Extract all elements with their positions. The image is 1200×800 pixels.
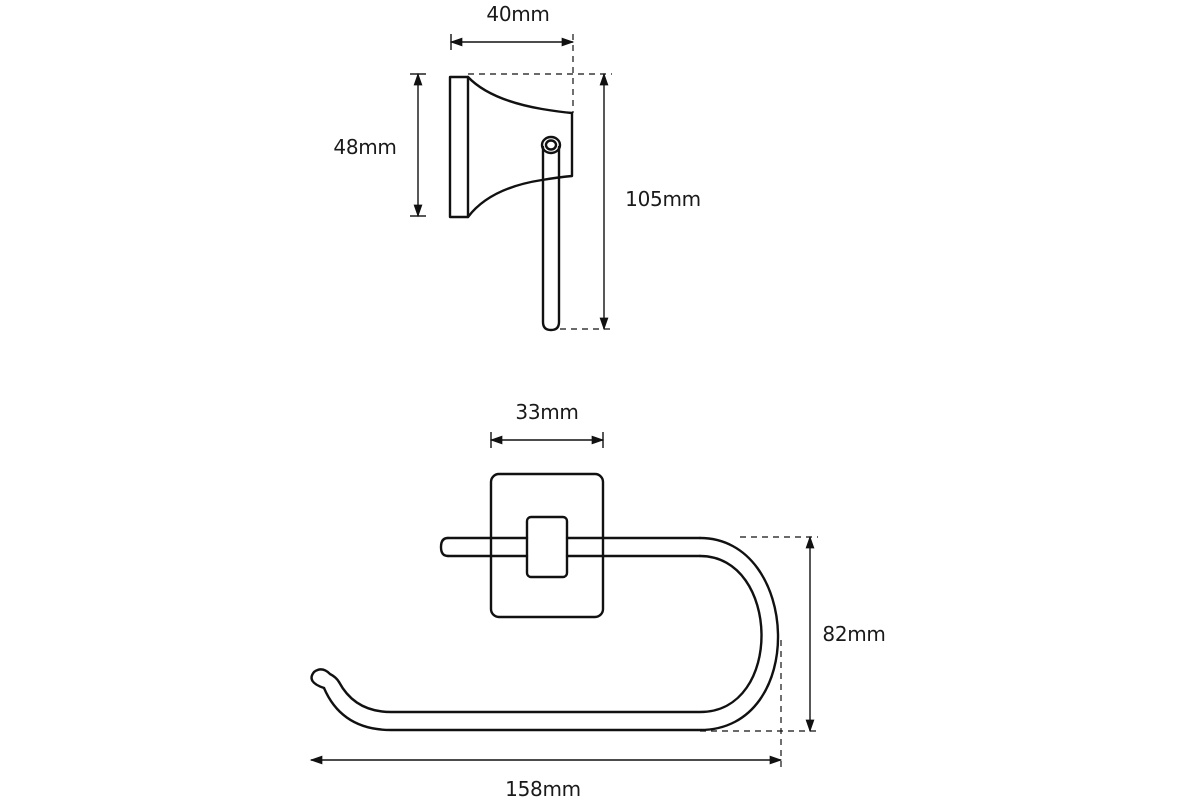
front-plate-width-label: 33mm (515, 400, 578, 424)
side-bar-cap-inner (544, 139, 558, 151)
front-wall-plate (489, 472, 605, 619)
front-ring-tip (310, 668, 341, 690)
front-ring-inner (337, 554, 763, 714)
side-view: 40mm 48mm 105mm (333, 2, 701, 332)
side-width-label: 40mm (486, 2, 549, 26)
front-ring-outer (322, 536, 780, 732)
side-bar-cap (540, 135, 562, 155)
side-wall-plate (448, 75, 574, 219)
front-clamp-block (525, 515, 569, 579)
front-depth-label: 82mm (822, 622, 885, 646)
front-view: 33mm 82mm 158mm (309, 400, 886, 800)
side-total-height-label: 105mm (625, 187, 701, 211)
front-bar-end (439, 536, 450, 558)
front-length-label: 158mm (505, 777, 581, 800)
side-plate-height-label: 48mm (333, 135, 396, 159)
side-bar (541, 145, 561, 332)
